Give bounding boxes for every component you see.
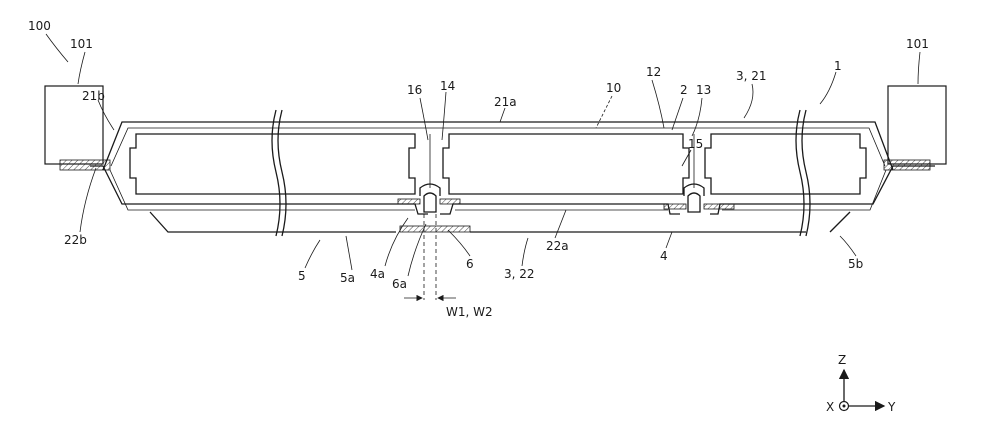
label-10: 10 (606, 81, 621, 95)
label-3-21: 3, 21 (736, 69, 767, 83)
axis-label-z: Z (838, 353, 846, 367)
label-w1-w2: W1, W2 (446, 305, 493, 319)
label-14: 14 (440, 79, 455, 93)
label-6: 6 (466, 257, 474, 271)
axis-label-y: Y (887, 400, 896, 414)
label-13: 13 (696, 83, 711, 97)
coordinate-axes (840, 370, 885, 411)
label-5a: 5a (340, 271, 355, 285)
label-3-22: 3, 22 (504, 267, 535, 281)
label-22a: 22a (546, 239, 569, 253)
axis-label-x: X (826, 400, 834, 414)
label-21a: 21a (494, 95, 517, 109)
lower-cover-22 (90, 166, 935, 214)
label-5b: 5b (848, 257, 863, 271)
battery-cells (130, 134, 866, 194)
base-plate-5 (150, 212, 850, 232)
right-mount-block (884, 86, 946, 170)
label-101-left: 101 (70, 37, 93, 51)
label-100: 100 (28, 19, 51, 33)
label-4a: 4a (370, 267, 385, 281)
label-21b: 21b (82, 89, 105, 103)
label-6a: 6a (392, 277, 407, 291)
break-marks (272, 110, 810, 236)
reference-labels: 100 101 101 21b 22b 21a 16 14 10 12 2 13… (28, 19, 929, 414)
upper-cover-21 (103, 122, 893, 170)
label-5: 5 (298, 269, 306, 283)
label-16: 16 (407, 83, 422, 97)
label-4: 4 (660, 249, 668, 263)
label-12: 12 (646, 65, 661, 79)
label-1: 1 (834, 59, 842, 73)
label-15: 15 (688, 137, 703, 151)
leader-lines (46, 34, 920, 276)
label-2: 2 (680, 83, 688, 97)
label-101-right: 101 (906, 37, 929, 51)
label-22b: 22b (64, 233, 87, 247)
